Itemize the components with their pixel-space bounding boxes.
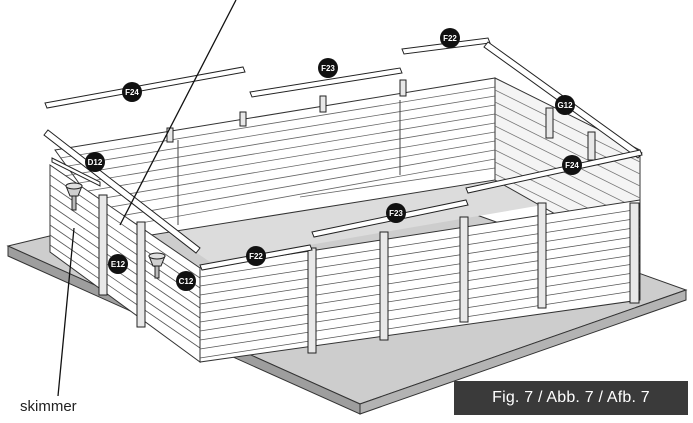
- skimmer-label: skimmer: [20, 398, 77, 415]
- badge-f22-front-text: F22: [249, 252, 263, 261]
- badge-f23-front-text: F23: [389, 209, 403, 218]
- rail-d12: [43, 129, 201, 254]
- leader-line-top: [119, 0, 237, 226]
- post-back-2: [239, 111, 247, 127]
- figure-caption: Fig. 7 / Abb. 7 / Afb. 7: [492, 389, 650, 406]
- wall-posts: [98, 79, 640, 354]
- back-wall: [54, 77, 496, 241]
- post-left-2: [136, 221, 146, 328]
- post-front-2: [379, 231, 389, 341]
- post-right-2: [587, 131, 596, 161]
- badge-e12: E12: [108, 254, 128, 274]
- badge-f22-front: F22: [246, 246, 266, 266]
- rail-left-top: [51, 157, 101, 187]
- post-front-3: [459, 216, 469, 323]
- badge-f23-front: F23: [386, 203, 406, 223]
- badge-g12-text: G12: [557, 101, 573, 110]
- badge-g12: G12: [555, 95, 575, 115]
- skimmer-left: [65, 182, 83, 211]
- leader-line-skimmer: [57, 227, 75, 397]
- badge-f23-back: F23: [318, 58, 338, 78]
- badge-c12-text: C12: [179, 277, 194, 286]
- post-back-3: [319, 95, 327, 113]
- badge-c12: C12: [176, 271, 196, 291]
- post-back-1: [166, 127, 174, 143]
- badge-f22-back: F22: [440, 28, 460, 48]
- skimmer-right: [148, 252, 166, 279]
- badge-f23-back-text: F23: [321, 64, 335, 73]
- badge-d12: D12: [85, 152, 105, 172]
- badge-f24-back: F24: [122, 82, 142, 102]
- rail-f24-right: [465, 149, 643, 194]
- rail-f24-back: [44, 66, 246, 109]
- figure-caption-box: Fig. 7 / Abb. 7 / Afb. 7: [454, 381, 688, 415]
- badge-f24-right-text: F24: [565, 161, 579, 170]
- post-back-4: [399, 79, 407, 97]
- rail-f23-back: [249, 67, 403, 98]
- badge-e12-text: E12: [111, 260, 126, 269]
- badge-d12-text: D12: [88, 158, 103, 167]
- post-left-1: [98, 194, 108, 296]
- badge-f24-right: F24: [562, 155, 582, 175]
- post-front-4: [537, 202, 547, 309]
- post-front-1: [307, 247, 317, 354]
- badge-f24-back-text: F24: [125, 88, 139, 97]
- badge-f22-back-text: F22: [443, 34, 457, 43]
- post-corner-right: [629, 202, 640, 304]
- post-right-1: [545, 107, 554, 139]
